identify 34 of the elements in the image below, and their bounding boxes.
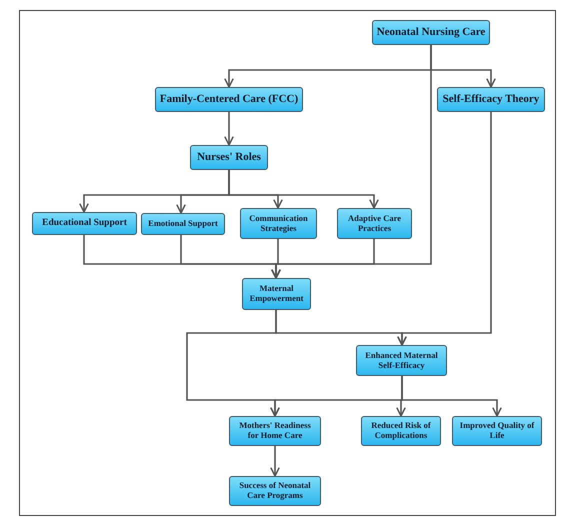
node-label: Nurses' Roles bbox=[197, 151, 261, 164]
process-box bbox=[337, 208, 412, 239]
arrow bbox=[401, 376, 502, 417]
process-box bbox=[229, 416, 321, 446]
process-box bbox=[229, 476, 321, 506]
arrow bbox=[270, 446, 280, 477]
process-box bbox=[155, 87, 303, 112]
node-label: Emotional Support bbox=[148, 219, 218, 229]
process-box bbox=[452, 416, 542, 446]
node-label: Reduced Risk of Complications bbox=[370, 421, 432, 441]
process-box bbox=[141, 213, 225, 235]
arrow bbox=[271, 239, 375, 279]
node-label: Self-Efficacy Theory bbox=[442, 93, 540, 106]
process-box bbox=[361, 416, 441, 446]
process-box bbox=[356, 345, 447, 376]
node-label: Family-Centered Care (FCC) bbox=[160, 93, 298, 106]
node-label: Mothers' Readiness for Home Care bbox=[238, 421, 312, 441]
arrow bbox=[224, 112, 234, 146]
node-label: Neonatal Nursing Care bbox=[376, 26, 486, 39]
node-label: Maternal Empowerment bbox=[248, 284, 304, 304]
arrow bbox=[397, 112, 492, 346]
process-box bbox=[32, 212, 137, 235]
node-label: Adaptive Care Practices bbox=[347, 214, 402, 234]
process-box bbox=[242, 278, 311, 310]
process-box bbox=[437, 87, 545, 112]
node-label: Enhanced Maternal Self-Efficacy bbox=[364, 350, 439, 370]
node-label: Improved Quality of Life bbox=[458, 421, 536, 441]
process-box bbox=[372, 20, 490, 45]
process-box bbox=[240, 208, 317, 239]
arrow bbox=[228, 170, 379, 209]
process-box bbox=[190, 145, 268, 170]
node-label: Communication Strategies bbox=[248, 214, 309, 234]
node-label: Success of Neonatal Care Programs bbox=[238, 481, 312, 501]
node-label: Educational Support bbox=[42, 218, 127, 229]
